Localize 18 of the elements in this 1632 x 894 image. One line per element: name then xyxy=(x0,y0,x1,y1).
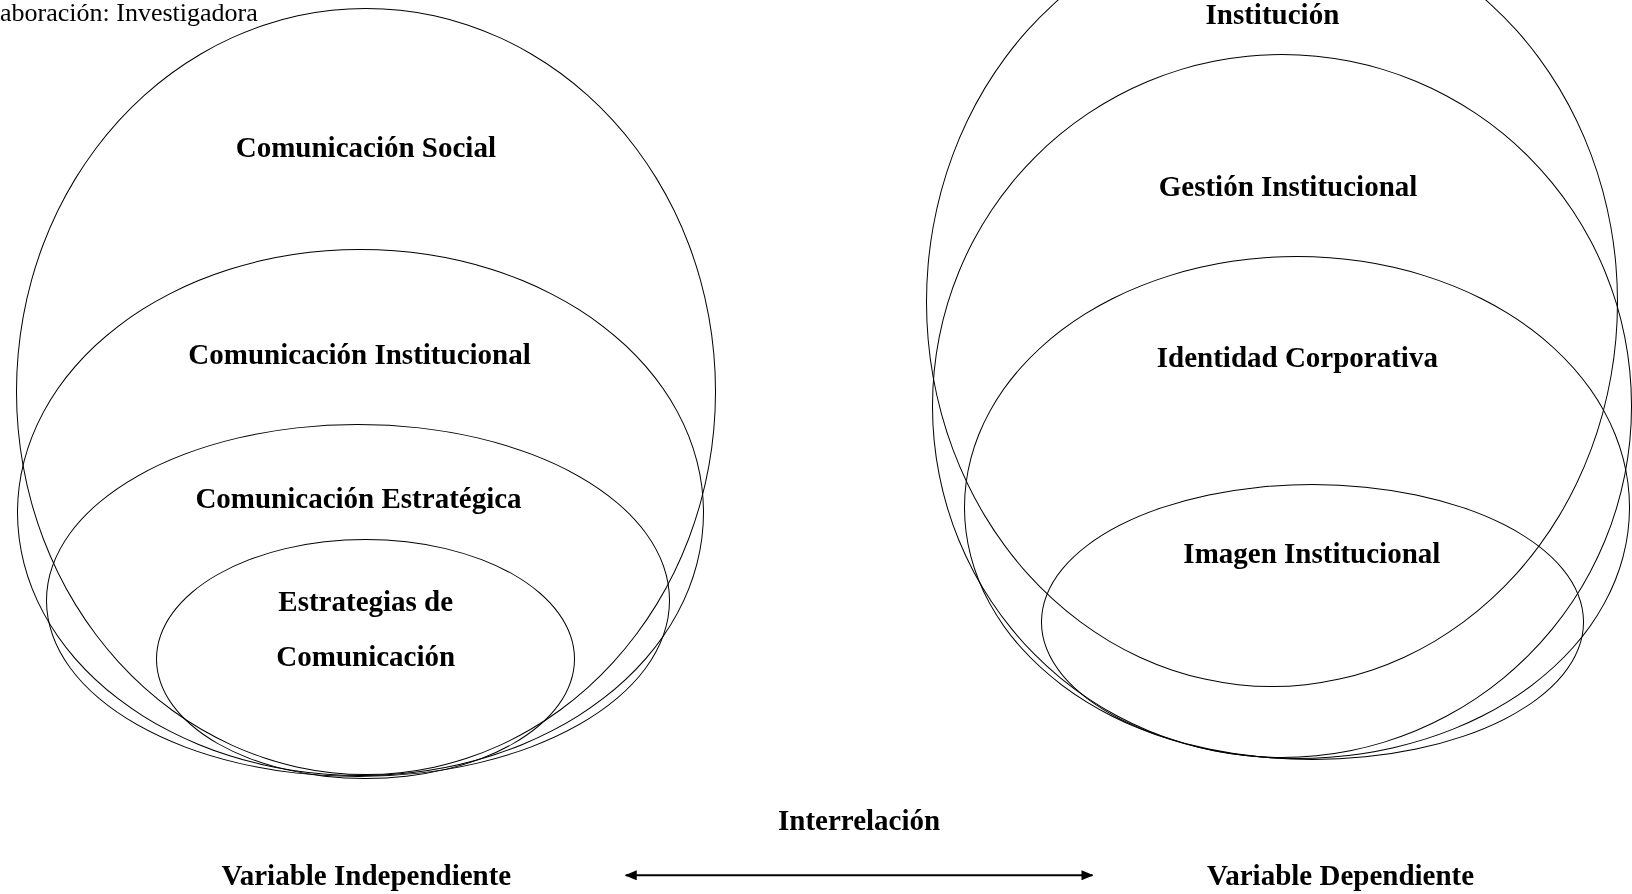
edge-label: Interrelación xyxy=(778,803,941,837)
ellipse xyxy=(1040,483,1584,760)
ellipse-label: Institución xyxy=(1205,0,1340,32)
double-arrow xyxy=(624,870,1094,881)
ellipse-label: Comunicación Social xyxy=(235,129,496,165)
source-note: aboración: Investigadora xyxy=(0,0,258,26)
ellipse-label: Comunicación Institucional xyxy=(188,336,531,372)
ellipse xyxy=(16,248,704,777)
variable-label: Variable Independiente xyxy=(221,858,512,892)
ellipse xyxy=(931,54,1632,758)
ellipse-label: Gestión Institucional xyxy=(1158,169,1418,205)
variable-label: Variable Dependiente xyxy=(1206,858,1475,892)
ellipse xyxy=(963,256,1630,759)
ellipse-label: Estrategias de Comunicación xyxy=(275,583,457,675)
ellipse xyxy=(45,423,671,778)
ellipse-label: Imagen Institucional xyxy=(1183,535,1441,571)
ellipse-label: Comunicación Estratégica xyxy=(195,481,522,517)
ellipse-label: Identidad Corporativa xyxy=(1156,339,1438,375)
